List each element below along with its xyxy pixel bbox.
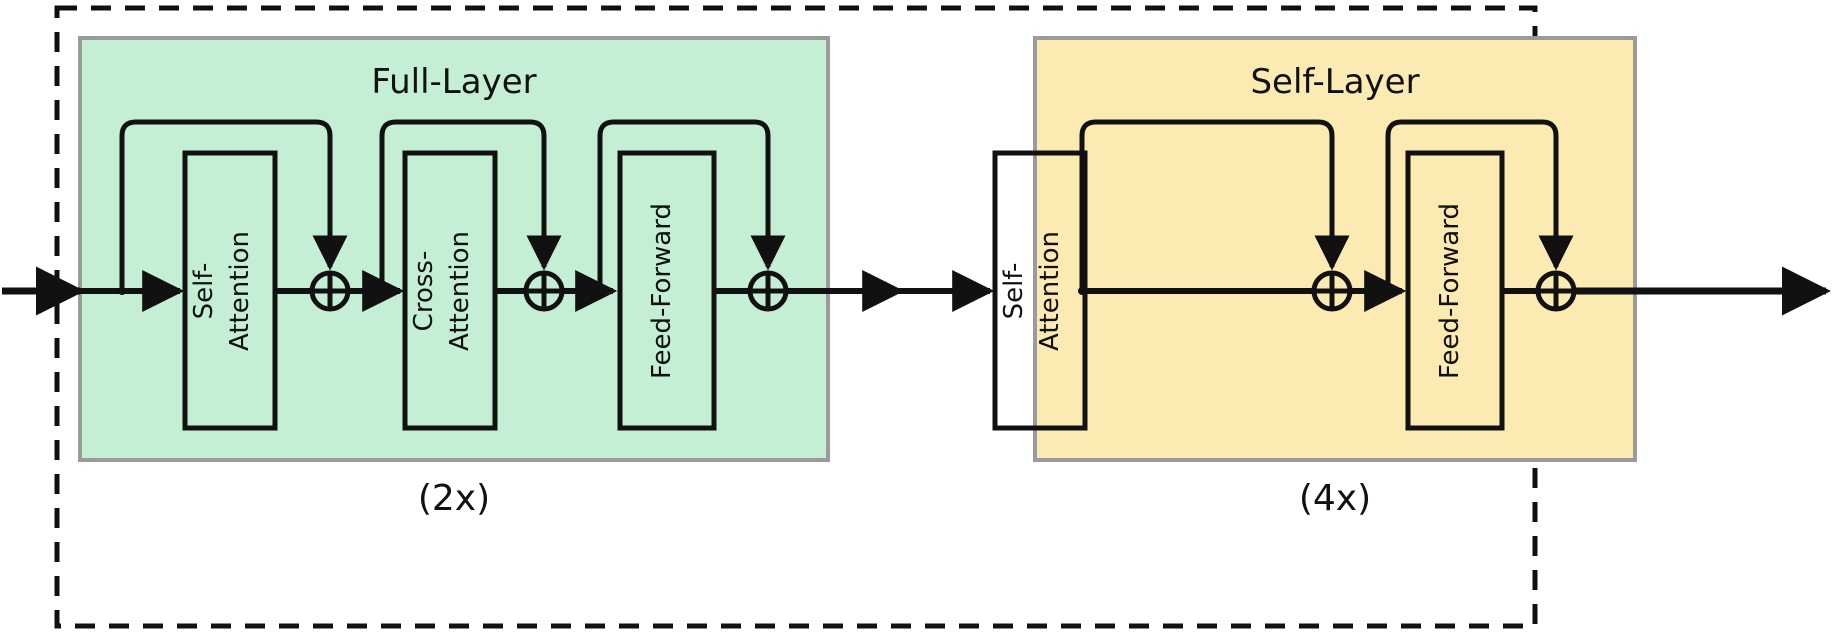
residual-path-1-full xyxy=(119,119,348,291)
add-node-3-full xyxy=(747,270,789,312)
residual-branch-dot-2-self xyxy=(1384,287,1392,295)
residual-path-2-full xyxy=(379,119,562,291)
add-node-1-self xyxy=(1311,270,1353,312)
residual-branch-dot-1-full xyxy=(118,287,126,295)
add-node-1-full xyxy=(309,270,351,312)
block-label-feed-forward-full: Feed-Forward xyxy=(647,203,677,379)
residual-branch-dot-3-full xyxy=(596,287,604,295)
block-label-self-attention-full-line1: Self- xyxy=(189,263,219,320)
block-label-cross-attention-full-line1: Cross- xyxy=(409,251,439,332)
residual-path-2-self xyxy=(1385,119,1574,291)
block-label-self-attention-full-line2: Attention xyxy=(225,231,255,351)
block-label-cross-attention-full-line2: Attention xyxy=(445,231,475,351)
panel-title-full-layer: Full-Layer xyxy=(371,62,536,102)
block-label-self-attention-self-line2: Attention xyxy=(1035,231,1065,351)
panel-full-layer xyxy=(78,36,830,462)
panel-caption-full-layer: (2x) xyxy=(418,478,490,519)
add-node-2-self xyxy=(1535,270,1577,312)
panel-caption-self-layer: (4x) xyxy=(1299,478,1371,519)
add-node-2-full xyxy=(523,270,565,312)
residual-branch-dot-1-self xyxy=(1078,287,1086,295)
residual-path-1-self xyxy=(1079,119,1350,291)
residual-branch-dot-2-full xyxy=(378,287,386,295)
block-label-self-attention-self-line1: Self- xyxy=(999,263,1029,320)
panel-title-self-layer: Self-Layer xyxy=(1250,62,1419,102)
residual-path-3-full xyxy=(597,119,786,291)
block-label-feed-forward-self: Feed-Forward xyxy=(1435,203,1465,379)
